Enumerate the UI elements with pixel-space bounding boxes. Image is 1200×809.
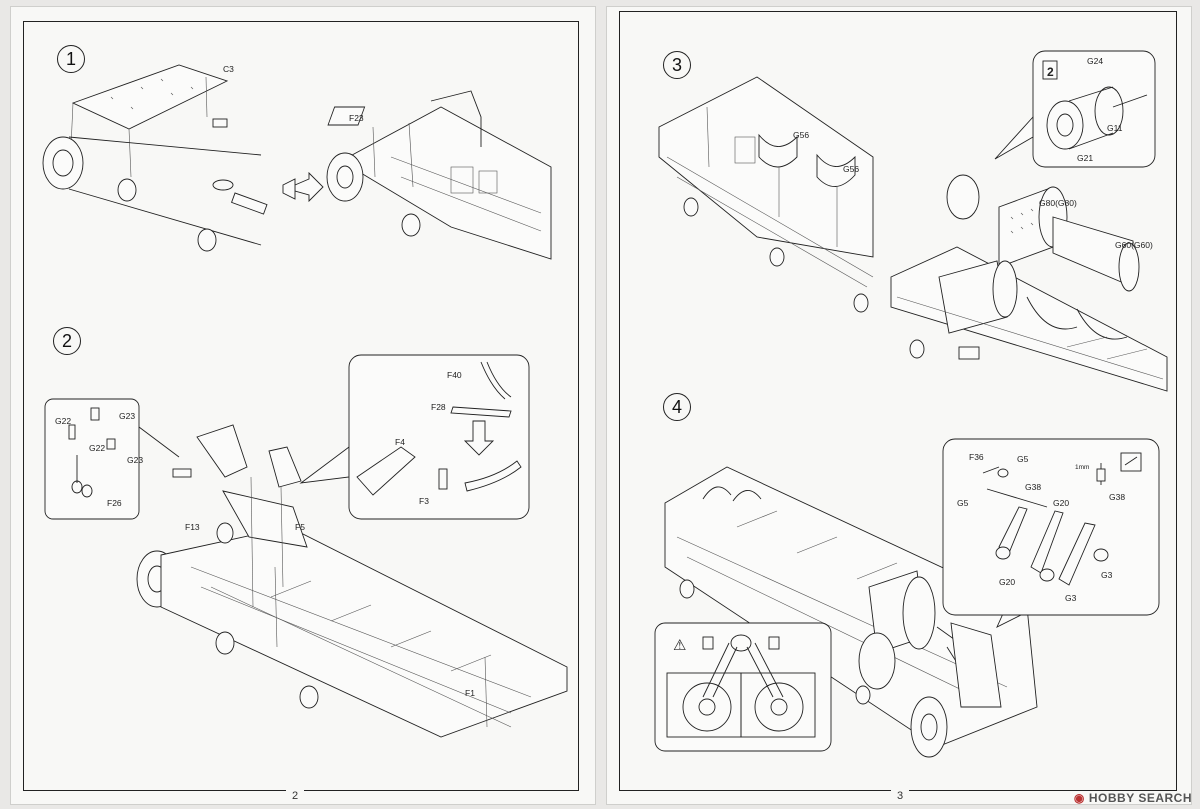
label-g23-second: G23 <box>127 455 143 465</box>
label-g60: G60(G60) <box>1115 240 1153 250</box>
label-g38: G38 <box>1025 482 1041 492</box>
label-f36: F36 <box>969 452 984 462</box>
label-g22-second: G22 <box>89 443 105 453</box>
quantity-badge-text: 2 <box>1047 65 1054 79</box>
label-f28: F28 <box>431 402 446 412</box>
arrow-down-icon <box>463 420 495 456</box>
step-2-drawing <box>44 354 568 738</box>
instruction-page-right: 3 4 <box>606 6 1192 805</box>
right-page-drawings: 2 G24 G11 G21 G56 G56 G80(G80) G60(G60) … <box>654 50 1168 758</box>
instruction-page-left: 1 2 <box>10 6 596 805</box>
label-g23: G23 <box>119 411 135 421</box>
dimension-label: 1mm <box>1075 464 1089 471</box>
label-f40: F40 <box>447 370 462 380</box>
part-f28-drawing <box>450 406 512 418</box>
step-1-number: 1 <box>57 45 85 73</box>
label-g38-detail: G38 <box>1109 492 1125 502</box>
page-number: 3 <box>891 790 910 802</box>
part-f4-drawing <box>196 424 248 478</box>
warning-callout <box>654 622 832 752</box>
plate-c3-drawing <box>71 64 229 130</box>
label-g5-second: G5 <box>957 498 969 508</box>
label-f13: F13 <box>185 522 200 532</box>
step-1-assembly-drawing <box>340 106 552 260</box>
label-c3: C3 <box>223 64 234 74</box>
step-4-drawing <box>654 438 1160 758</box>
label-g11: G11 <box>1107 123 1123 133</box>
label-g22: G22 <box>55 416 71 426</box>
label-g56-second: G56 <box>843 164 859 174</box>
warning-icon: ⚠ <box>673 637 686 654</box>
step-4-number: 4 <box>663 393 691 421</box>
label-f23: F23 <box>349 113 364 123</box>
label-f5: F5 <box>295 522 305 532</box>
chassis-rear-drawing <box>664 466 1038 748</box>
label-g5: G5 <box>1017 454 1029 464</box>
label-f26: F26 <box>107 498 122 508</box>
wheel-drawing <box>42 136 84 190</box>
label-g20: G20 <box>1053 498 1069 508</box>
label-f1: F1 <box>465 688 475 698</box>
step-1-drawing <box>42 64 552 260</box>
label-g20-second: G20 <box>999 577 1015 587</box>
watermark-text: HOBBY SEARCH <box>1088 791 1192 805</box>
hobby-search-logo-icon: ◉ <box>1073 791 1085 805</box>
step-2-parts-box <box>44 398 140 520</box>
step-2-number: 2 <box>53 327 81 355</box>
page-number: 2 <box>286 790 305 802</box>
label-f3: F3 <box>419 496 429 506</box>
label-g56: G56 <box>793 130 809 140</box>
step-3-drawing <box>658 50 1168 392</box>
step-3-number: 3 <box>663 51 691 79</box>
label-g3: G3 <box>1101 570 1113 580</box>
left-page-drawings: C3 F23 G22 G23 G22 G23 F26 F13 F5 F1 F40… <box>42 64 568 738</box>
label-g3-second: G3 <box>1065 593 1077 603</box>
label-g24: G24 <box>1087 56 1103 66</box>
chassis-front-drawing <box>658 76 874 258</box>
chassis-frame-drawing <box>160 526 568 738</box>
label-f4: F4 <box>395 437 405 447</box>
part-f40-drawing <box>480 361 506 400</box>
step-2-detail-callout <box>348 354 530 520</box>
label-g80: G80(G80) <box>1039 198 1077 208</box>
part-g56-drawing <box>758 133 798 168</box>
instruction-icon <box>1120 452 1142 472</box>
part-f5-drawing <box>222 490 308 548</box>
arrow-right-icon <box>294 171 324 203</box>
hobby-search-watermark: ◉HOBBY SEARCH <box>1074 791 1192 805</box>
label-g21: G21 <box>1077 153 1093 163</box>
quantity-badge <box>1042 60 1058 80</box>
